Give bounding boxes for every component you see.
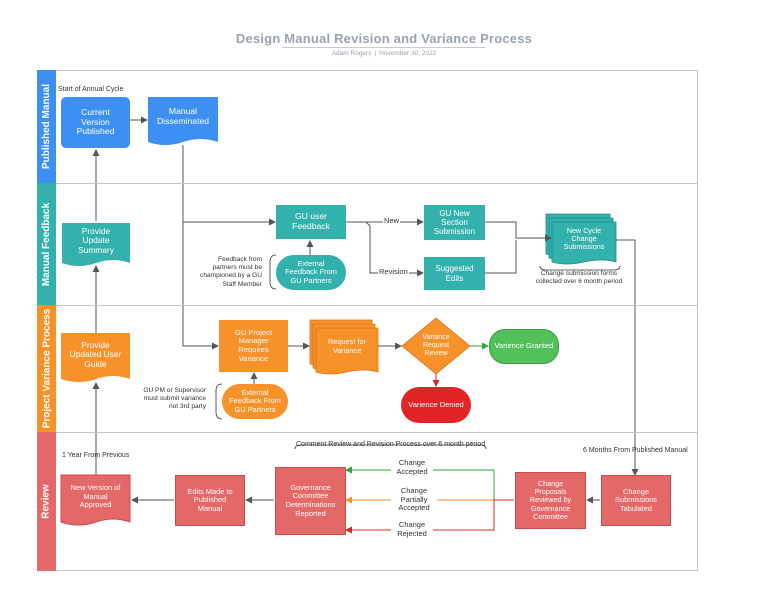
- note-feedback-partners: Feedback from partners must be champione…: [200, 256, 262, 288]
- edge-label-change-rejected: Change Rejected: [391, 520, 433, 539]
- arrow-cycle-to-tabulated: [616, 239, 639, 476]
- lane-manual-feedback-label: Manual Feedback: [41, 202, 53, 286]
- edge-label-revision: Revision: [378, 267, 409, 277]
- lane-published-manual: Published Manual: [37, 70, 56, 183]
- node-new-cycle-submissions[interactable]: New Cycle Change Submissions: [552, 222, 616, 256]
- node-new-version-approved[interactable]: New Version of Manual Approved: [61, 478, 130, 516]
- node-current-version-published[interactable]: Current Version Published: [61, 97, 130, 148]
- bracket-variance: [215, 383, 223, 420]
- node-edits-made-label: Edits Made to Published Manual: [187, 486, 233, 513]
- node-change-proposals-label: Change Proposals Reviewed by Governance …: [529, 478, 572, 521]
- bracket-feedback: [269, 254, 277, 290]
- node-request-for-variance[interactable]: Request for Variance: [316, 330, 378, 364]
- diagram-title: Design Manual Revision and Variance Proc…: [235, 31, 533, 46]
- node-suggested-edits-label: Suggested Edits: [435, 264, 474, 283]
- node-variance-granted-label: Varience Granted: [494, 341, 554, 351]
- swimlane-frame: [37, 70, 698, 571]
- lane-divider-1: [37, 183, 698, 184]
- node-governance-determinations[interactable]: Governance Committee Determinations Repo…: [275, 467, 346, 535]
- doc-shape-manual-disseminated: [148, 97, 218, 145]
- doc-shape-updated-guide: [61, 333, 130, 382]
- node-manual-disseminated-label: Manual Disseminated: [156, 106, 210, 126]
- node-gu-new-section[interactable]: GU New Section Submission: [424, 205, 485, 240]
- note-one-year: 1 Year From Previous: [62, 452, 130, 459]
- node-gu-new-section-label: GU New Section Submission: [433, 208, 476, 237]
- node-request-variance-label: Request for Variance: [327, 337, 367, 355]
- arrow-new-to-cycle: [485, 221, 552, 242]
- doc-shape-update-summary: [62, 223, 130, 266]
- lane-project-variance-label: Project Variance Process: [41, 308, 52, 429]
- node-gu-user-feedback[interactable]: GU user Feedback: [276, 205, 346, 239]
- node-manual-disseminated[interactable]: Manual Disseminated: [148, 100, 218, 134]
- node-external-feedback-partners[interactable]: External Feedback From GU Partners: [276, 255, 346, 290]
- node-variance-denied-label: Varience Denied: [408, 399, 464, 409]
- node-variance-denied[interactable]: Varience Denied: [401, 387, 471, 423]
- lane-manual-feedback: Manual Feedback: [37, 183, 56, 305]
- doc-shape-new-version: [60, 474, 131, 526]
- node-provide-update-summary[interactable]: Provide Update Summary: [62, 224, 130, 258]
- node-update-summary-label: Provide Update Summary: [78, 225, 114, 255]
- note-change-forms: Change submission forms collected over 6…: [535, 270, 623, 286]
- edge-label-change-accepted: Change Accepted: [391, 458, 433, 477]
- node-gu-pm-requires-variance[interactable]: GU Project Manager Requires Variance: [219, 320, 288, 372]
- lane-review-label: Review: [41, 484, 52, 519]
- node-change-submissions-tabulated[interactable]: Change Submissions Tabulated: [601, 475, 671, 526]
- lane-project-variance: Project Variance Process: [37, 305, 56, 432]
- edge-label-change-partially: Change Partially Accepted: [391, 486, 437, 513]
- bracket-review: [294, 444, 487, 450]
- diagram-date: November 30, 2022: [379, 50, 437, 57]
- title-divider: [282, 47, 486, 48]
- node-external-feedback-variance[interactable]: External Feedback From GU Partners: [222, 384, 288, 419]
- node-new-version-label: New Version of Manual Approved: [70, 483, 121, 510]
- lane-review: Review: [37, 432, 56, 571]
- node-provide-updated-user-guide[interactable]: Provide Updated User Guide: [61, 337, 130, 373]
- arrow-disseminated-to-pm: [182, 222, 219, 350]
- node-variance-granted[interactable]: Varience Granted: [489, 329, 559, 364]
- diagram-subtitle: Adam Rogers|November 30, 2022: [331, 50, 437, 57]
- arrow-edits-to-cycle: [485, 240, 517, 274]
- node-change-proposals[interactable]: Change Proposals Reviewed by Governance …: [515, 472, 586, 529]
- edge-label-new: New: [383, 216, 401, 226]
- note-six-months: 6 Months From Published Manual: [583, 447, 688, 454]
- node-suggested-edits[interactable]: Suggested Edits: [424, 257, 485, 290]
- node-new-cycle-label: New Cycle Change Submissions: [563, 225, 605, 252]
- node-updated-guide-label: Provide Updated User Guide: [69, 339, 122, 369]
- node-external-feedback-variance-label: External Feedback From GU Partners: [229, 387, 281, 414]
- lane-published-manual-label: Published Manual: [41, 83, 53, 170]
- node-governance-determinations-label: Governance Committee Determinations Repo…: [285, 482, 336, 518]
- stack-front-request: [315, 327, 379, 375]
- lane-divider-2: [37, 305, 698, 306]
- node-external-feedback-label: External Feedback From GU Partners: [285, 258, 337, 285]
- node-variance-review-label: Variance Request Review: [422, 333, 450, 358]
- node-gu-user-feedback-label: GU user Feedback: [292, 211, 330, 231]
- node-variance-request-review[interactable]: Variance Request Review: [410, 330, 462, 362]
- note-start-annual-cycle: Start of Annual Cycle: [58, 86, 124, 93]
- node-change-submissions-label: Change Submissions Tabulated: [615, 486, 657, 513]
- lane-divider-3: [37, 432, 698, 433]
- node-current-version-label: Current Version Published: [76, 106, 115, 137]
- bracket-new-cycle: [539, 265, 621, 271]
- note-pm-supervisor: GU PM or Supervisor must submit variance…: [143, 387, 206, 411]
- note-comment-review: Comment Review and Revision Process over…: [296, 441, 486, 448]
- author-name: Adam Rogers: [331, 50, 372, 57]
- node-gu-pm-label: GU Project Manager Requires Variance: [234, 327, 273, 363]
- node-edits-made[interactable]: Edits Made to Published Manual: [175, 475, 245, 526]
- stack-front-new-cycle: [551, 221, 617, 265]
